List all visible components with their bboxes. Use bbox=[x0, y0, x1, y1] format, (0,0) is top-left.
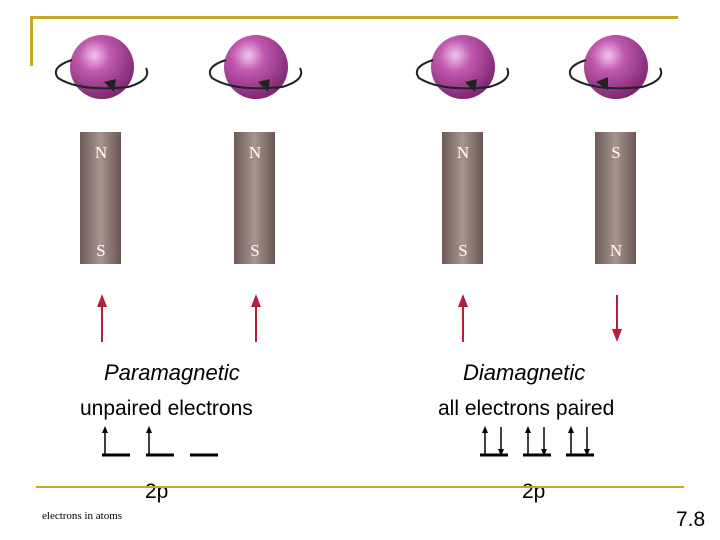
atom-3: N S bbox=[417, 35, 508, 342]
field-arrowhead-icon bbox=[458, 294, 468, 307]
bottom-rule bbox=[36, 486, 684, 488]
magnet-pole-bottom: N bbox=[610, 241, 622, 260]
atom-2: N S bbox=[210, 35, 301, 342]
magnet-pole-top: S bbox=[611, 143, 620, 162]
field-arrowhead-icon bbox=[251, 294, 261, 307]
atom-4: S N bbox=[570, 35, 661, 342]
spin-up-arrowhead-icon bbox=[525, 426, 531, 433]
slide-number: 7.8 bbox=[676, 508, 705, 532]
paramagnetic-subtitle: unpaired electrons bbox=[80, 397, 253, 421]
field-arrowhead-icon bbox=[612, 329, 622, 342]
magnet-pole-bottom: S bbox=[250, 241, 259, 260]
magnet-pole-top: N bbox=[457, 143, 469, 162]
magnet-pole-top: N bbox=[95, 143, 107, 162]
magnet-pole-top: N bbox=[249, 143, 261, 162]
electron-sphere bbox=[224, 35, 288, 99]
diamagnetic-subtitle: all electrons paired bbox=[438, 397, 614, 421]
magnet-pole-bottom: S bbox=[96, 241, 105, 260]
field-arrowhead-icon bbox=[97, 294, 107, 307]
diamagnetic-orbital-label: 2p bbox=[522, 480, 545, 504]
footer-text: electrons in atoms bbox=[42, 510, 122, 522]
electron-sphere bbox=[431, 35, 495, 99]
magnet-pole-bottom: S bbox=[458, 241, 467, 260]
spin-up-arrowhead-icon bbox=[482, 426, 488, 433]
diamagnetic-title: Diamagnetic bbox=[463, 360, 585, 386]
paramagnetic-orbital-label: 2p bbox=[145, 480, 168, 504]
spin-up-arrowhead-icon bbox=[146, 426, 152, 433]
spin-up-arrowhead-icon bbox=[102, 426, 108, 433]
orbital-diagrams bbox=[102, 426, 594, 456]
paramagnetic-title: Paramagnetic bbox=[104, 360, 240, 386]
atom-1: N S bbox=[56, 35, 147, 342]
electron-sphere bbox=[584, 35, 648, 99]
spin-up-arrowhead-icon bbox=[568, 426, 574, 433]
electron-sphere bbox=[70, 35, 134, 99]
